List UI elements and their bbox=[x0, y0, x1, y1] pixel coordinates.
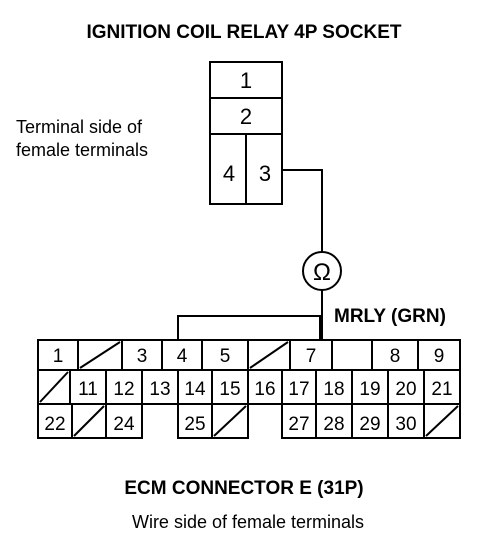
ecm-lock-tab bbox=[177, 315, 321, 340]
relay-cell-4 bbox=[209, 133, 247, 205]
ecm-pin-label: 18 bbox=[323, 379, 344, 400]
ecm-pin-label: 30 bbox=[395, 414, 416, 435]
relay-terminal-1: 1 bbox=[240, 68, 252, 93]
ecm-pin-label: 27 bbox=[288, 414, 309, 435]
ecm-pin-label: 3 bbox=[137, 346, 148, 367]
ecm-cell bbox=[371, 339, 419, 371]
ecm-connector: 1 3 4 5 7 8 9 11 12 13 14 15 16 17 18 19… bbox=[37, 315, 461, 439]
relay-terminal-3: 3 bbox=[259, 161, 271, 186]
ecm-cell bbox=[141, 369, 179, 405]
ecm-cell bbox=[105, 369, 143, 405]
ecm-pin-label: 1 bbox=[53, 346, 64, 367]
wire-label: MRLY (GRN) bbox=[334, 306, 446, 327]
ecm-pin-label: 22 bbox=[44, 414, 65, 435]
probe-wire-upper bbox=[282, 169, 323, 252]
ecm-pin-label: 28 bbox=[323, 414, 344, 435]
relay-terminal-4: 4 bbox=[223, 161, 235, 186]
ecm-pin-label: 25 bbox=[184, 414, 205, 435]
ecm-pin-label: 12 bbox=[113, 379, 134, 400]
ecm-pin-label: 14 bbox=[184, 379, 206, 400]
ecm-cell bbox=[37, 403, 73, 439]
ecm-cell bbox=[121, 339, 163, 371]
ecm-pin-label: 9 bbox=[434, 346, 445, 367]
ecm-cell bbox=[315, 403, 353, 439]
ohmmeter: Ω bbox=[302, 251, 342, 291]
ohmmeter-symbol: Ω bbox=[313, 259, 331, 286]
ecm-pin-label: 20 bbox=[395, 379, 416, 400]
ecm-pin-label: 24 bbox=[113, 414, 135, 435]
ecm-cell bbox=[211, 369, 249, 405]
ecm-empty-slash bbox=[213, 405, 247, 437]
relay-side-label-line1: Terminal side of bbox=[16, 117, 143, 137]
ecm-pin-label: 11 bbox=[78, 379, 98, 400]
ecm-pin-label: 16 bbox=[254, 379, 275, 400]
ecm-empty-slash bbox=[249, 341, 289, 369]
ecm-empty-slash bbox=[79, 341, 121, 369]
ecm-empty-slash bbox=[73, 405, 105, 437]
ecm-subtitle: Wire side of female terminals bbox=[132, 512, 364, 532]
ecm-pin-label: 19 bbox=[359, 379, 380, 400]
relay-side-label-line2: female terminals bbox=[16, 140, 148, 160]
ecm-pin-label: 17 bbox=[288, 379, 309, 400]
ecm-pin-label: 15 bbox=[219, 379, 240, 400]
ecm-pin-label: 21 bbox=[431, 379, 452, 400]
ecm-pin-label: 7 bbox=[306, 346, 317, 367]
ecm-pin-label: 8 bbox=[390, 346, 401, 367]
relay-terminal-2: 2 bbox=[240, 104, 252, 129]
ecm-empty-slash bbox=[39, 371, 69, 403]
ecm-cell bbox=[351, 403, 389, 439]
ecm-cell bbox=[387, 403, 425, 439]
ecm-pin-label: 29 bbox=[359, 414, 380, 435]
relay-socket: 1 2 4 3 bbox=[209, 61, 283, 205]
ecm-pin-label: 4 bbox=[177, 346, 188, 367]
ecm-empty-slash bbox=[425, 405, 459, 437]
ecm-title: ECM CONNECTOR E (31P) bbox=[124, 478, 363, 499]
ecm-pin-label: 5 bbox=[220, 346, 231, 367]
ecm-cell bbox=[247, 369, 283, 405]
ecm-cell bbox=[417, 339, 461, 371]
ecm-pin-label: 13 bbox=[149, 379, 170, 400]
ecm-cell bbox=[105, 403, 143, 439]
ecm-key-notch bbox=[331, 339, 372, 370]
relay-title: IGNITION COIL RELAY 4P SOCKET bbox=[87, 22, 402, 43]
